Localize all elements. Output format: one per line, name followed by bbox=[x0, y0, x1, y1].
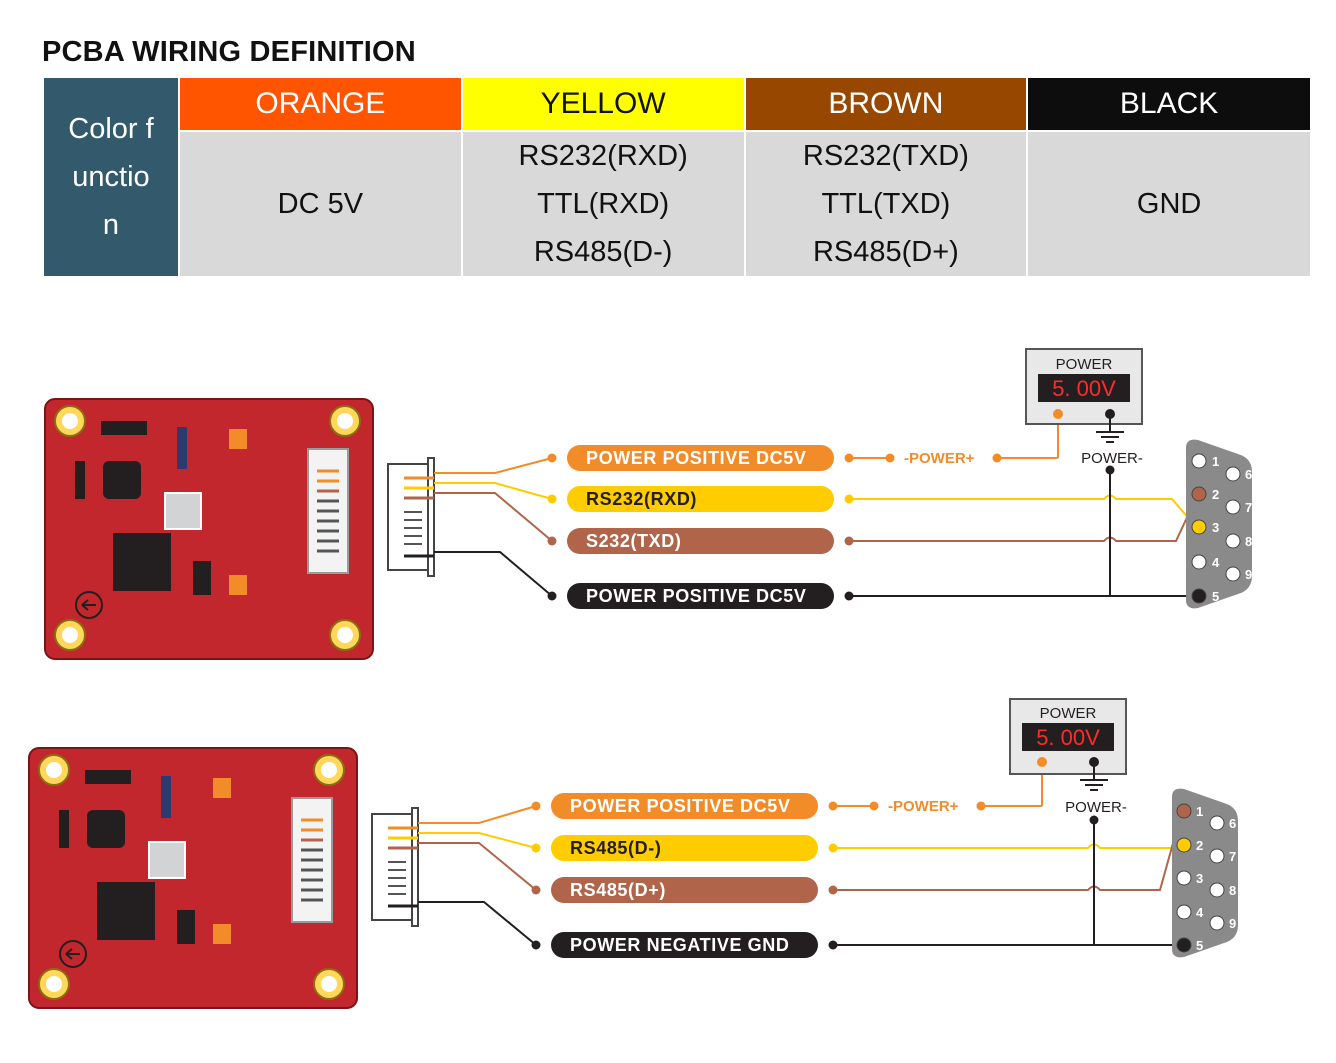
wire-orange bbox=[418, 805, 537, 824]
function-text: RS485(D+) bbox=[812, 236, 959, 268]
wire-label-pill bbox=[567, 445, 834, 471]
power-minus-label: POWER- bbox=[1065, 799, 1127, 816]
pin-label: 6 bbox=[1245, 467, 1252, 482]
power-meter-display: 5. 00V bbox=[1036, 725, 1100, 750]
power-plus-label: -POWER+ bbox=[888, 798, 959, 815]
wire-label-pill bbox=[551, 877, 818, 903]
pin-label: 8 bbox=[1245, 534, 1252, 549]
wire-brown bbox=[434, 492, 553, 542]
pin-label: 9 bbox=[1245, 567, 1252, 582]
color-cell-yellow: YELLOW bbox=[460, 78, 745, 131]
wire-label: RS232(RXD) bbox=[586, 489, 697, 509]
ground-icon bbox=[1080, 779, 1108, 791]
wire-brown bbox=[418, 842, 537, 891]
pin-label: 8 bbox=[1229, 883, 1236, 898]
wiring-table: Color functio n ORANGE YELLOW BROWN BLAC… bbox=[44, 78, 1310, 276]
table-header-label: Color functio n bbox=[68, 113, 154, 241]
function-cell-yellow: RS232(RXD) TTL(RXD) RS485(D-) bbox=[460, 130, 745, 276]
pcb-board bbox=[27, 746, 359, 1010]
wire-black bbox=[418, 901, 537, 946]
pin-label: 2 bbox=[1196, 838, 1203, 853]
pin-label: 1 bbox=[1212, 454, 1219, 469]
pin-label: 2 bbox=[1212, 487, 1219, 502]
pin-label: 4 bbox=[1212, 555, 1220, 570]
diagram-rs232: POWER POSITIVE DC5V RS232(RXD) S232(TXD)… bbox=[43, 348, 1252, 661]
wire-label-pill bbox=[567, 583, 834, 609]
function-cell-brown: RS232(TXD) TTL(TXD) RS485(D+) bbox=[743, 130, 1028, 276]
pin-label: 5 bbox=[1212, 589, 1219, 604]
pcb-board bbox=[43, 397, 375, 661]
pin-label: 3 bbox=[1196, 871, 1203, 886]
function-text: DC 5V bbox=[277, 188, 364, 220]
power-meter-display: 5. 00V bbox=[1052, 376, 1116, 401]
function-cell-black: GND bbox=[1026, 130, 1310, 276]
power-meter-title: POWER bbox=[1040, 705, 1097, 722]
power-minus-label: POWER- bbox=[1081, 450, 1143, 467]
wire-label: POWER POSITIVE DC5V bbox=[586, 448, 806, 468]
wire-label-pill bbox=[567, 486, 834, 512]
pin-label: 9 bbox=[1229, 916, 1236, 931]
function-text: RS232(RXD) bbox=[518, 140, 688, 172]
function-text: GND bbox=[1136, 188, 1202, 220]
color-cell-black: BLACK bbox=[1026, 78, 1310, 131]
pin-label: 3 bbox=[1212, 520, 1219, 535]
db9-pins bbox=[1176, 803, 1225, 953]
power-meter-title: POWER bbox=[1056, 356, 1113, 373]
wire-yellow bbox=[418, 832, 537, 849]
diagram-rs485: POWER POSITIVE DC5V RS485(D-) RS485(D+) … bbox=[27, 698, 1238, 1010]
table-header-cell: Color functio n bbox=[44, 78, 179, 276]
wire-label-pill bbox=[551, 835, 818, 861]
cable-connector bbox=[370, 806, 420, 928]
wire-node bbox=[547, 494, 557, 504]
wire-label-pill bbox=[551, 932, 818, 958]
wire-label: POWER NEGATIVE GND bbox=[570, 935, 789, 955]
function-text: RS232(TXD) bbox=[802, 140, 969, 172]
function-text: TTL(TXD) bbox=[821, 188, 951, 220]
pin-label: 6 bbox=[1229, 816, 1236, 831]
wire-label: RS485(D+) bbox=[570, 880, 666, 900]
wire-node bbox=[547, 591, 557, 601]
pin-label: 7 bbox=[1229, 849, 1236, 864]
wire-black bbox=[434, 551, 553, 597]
pin-label: 5 bbox=[1196, 938, 1203, 953]
wire-label: S232(TXD) bbox=[586, 531, 681, 551]
page-title: PCBA WIRING DEFINITION bbox=[42, 36, 416, 68]
power-plus-label: -POWER+ bbox=[904, 450, 975, 467]
wire-yellow bbox=[434, 482, 553, 500]
wire-label-pill bbox=[567, 528, 834, 554]
wire-node bbox=[547, 453, 557, 463]
wire-label: RS485(D-) bbox=[570, 838, 661, 858]
color-cell-orange: ORANGE bbox=[178, 78, 462, 131]
wire-orange bbox=[434, 457, 553, 474]
pin-label: 4 bbox=[1196, 905, 1204, 920]
wire-label: POWER POSITIVE DC5V bbox=[586, 586, 806, 606]
pin-label: 1 bbox=[1196, 804, 1203, 819]
color-cell-brown: BROWN bbox=[743, 78, 1028, 131]
ground-icon bbox=[1096, 431, 1124, 443]
pin-label: 7 bbox=[1245, 500, 1252, 515]
wire-node bbox=[547, 536, 557, 546]
function-text: TTL(RXD) bbox=[537, 188, 670, 220]
wire-label-pill bbox=[551, 793, 818, 819]
wire-label: POWER POSITIVE DC5V bbox=[570, 796, 790, 816]
db9-pins bbox=[1191, 453, 1241, 604]
cable-connector bbox=[386, 456, 436, 578]
function-text: RS485(D-) bbox=[533, 236, 673, 268]
function-cell-orange: DC 5V bbox=[178, 130, 462, 276]
